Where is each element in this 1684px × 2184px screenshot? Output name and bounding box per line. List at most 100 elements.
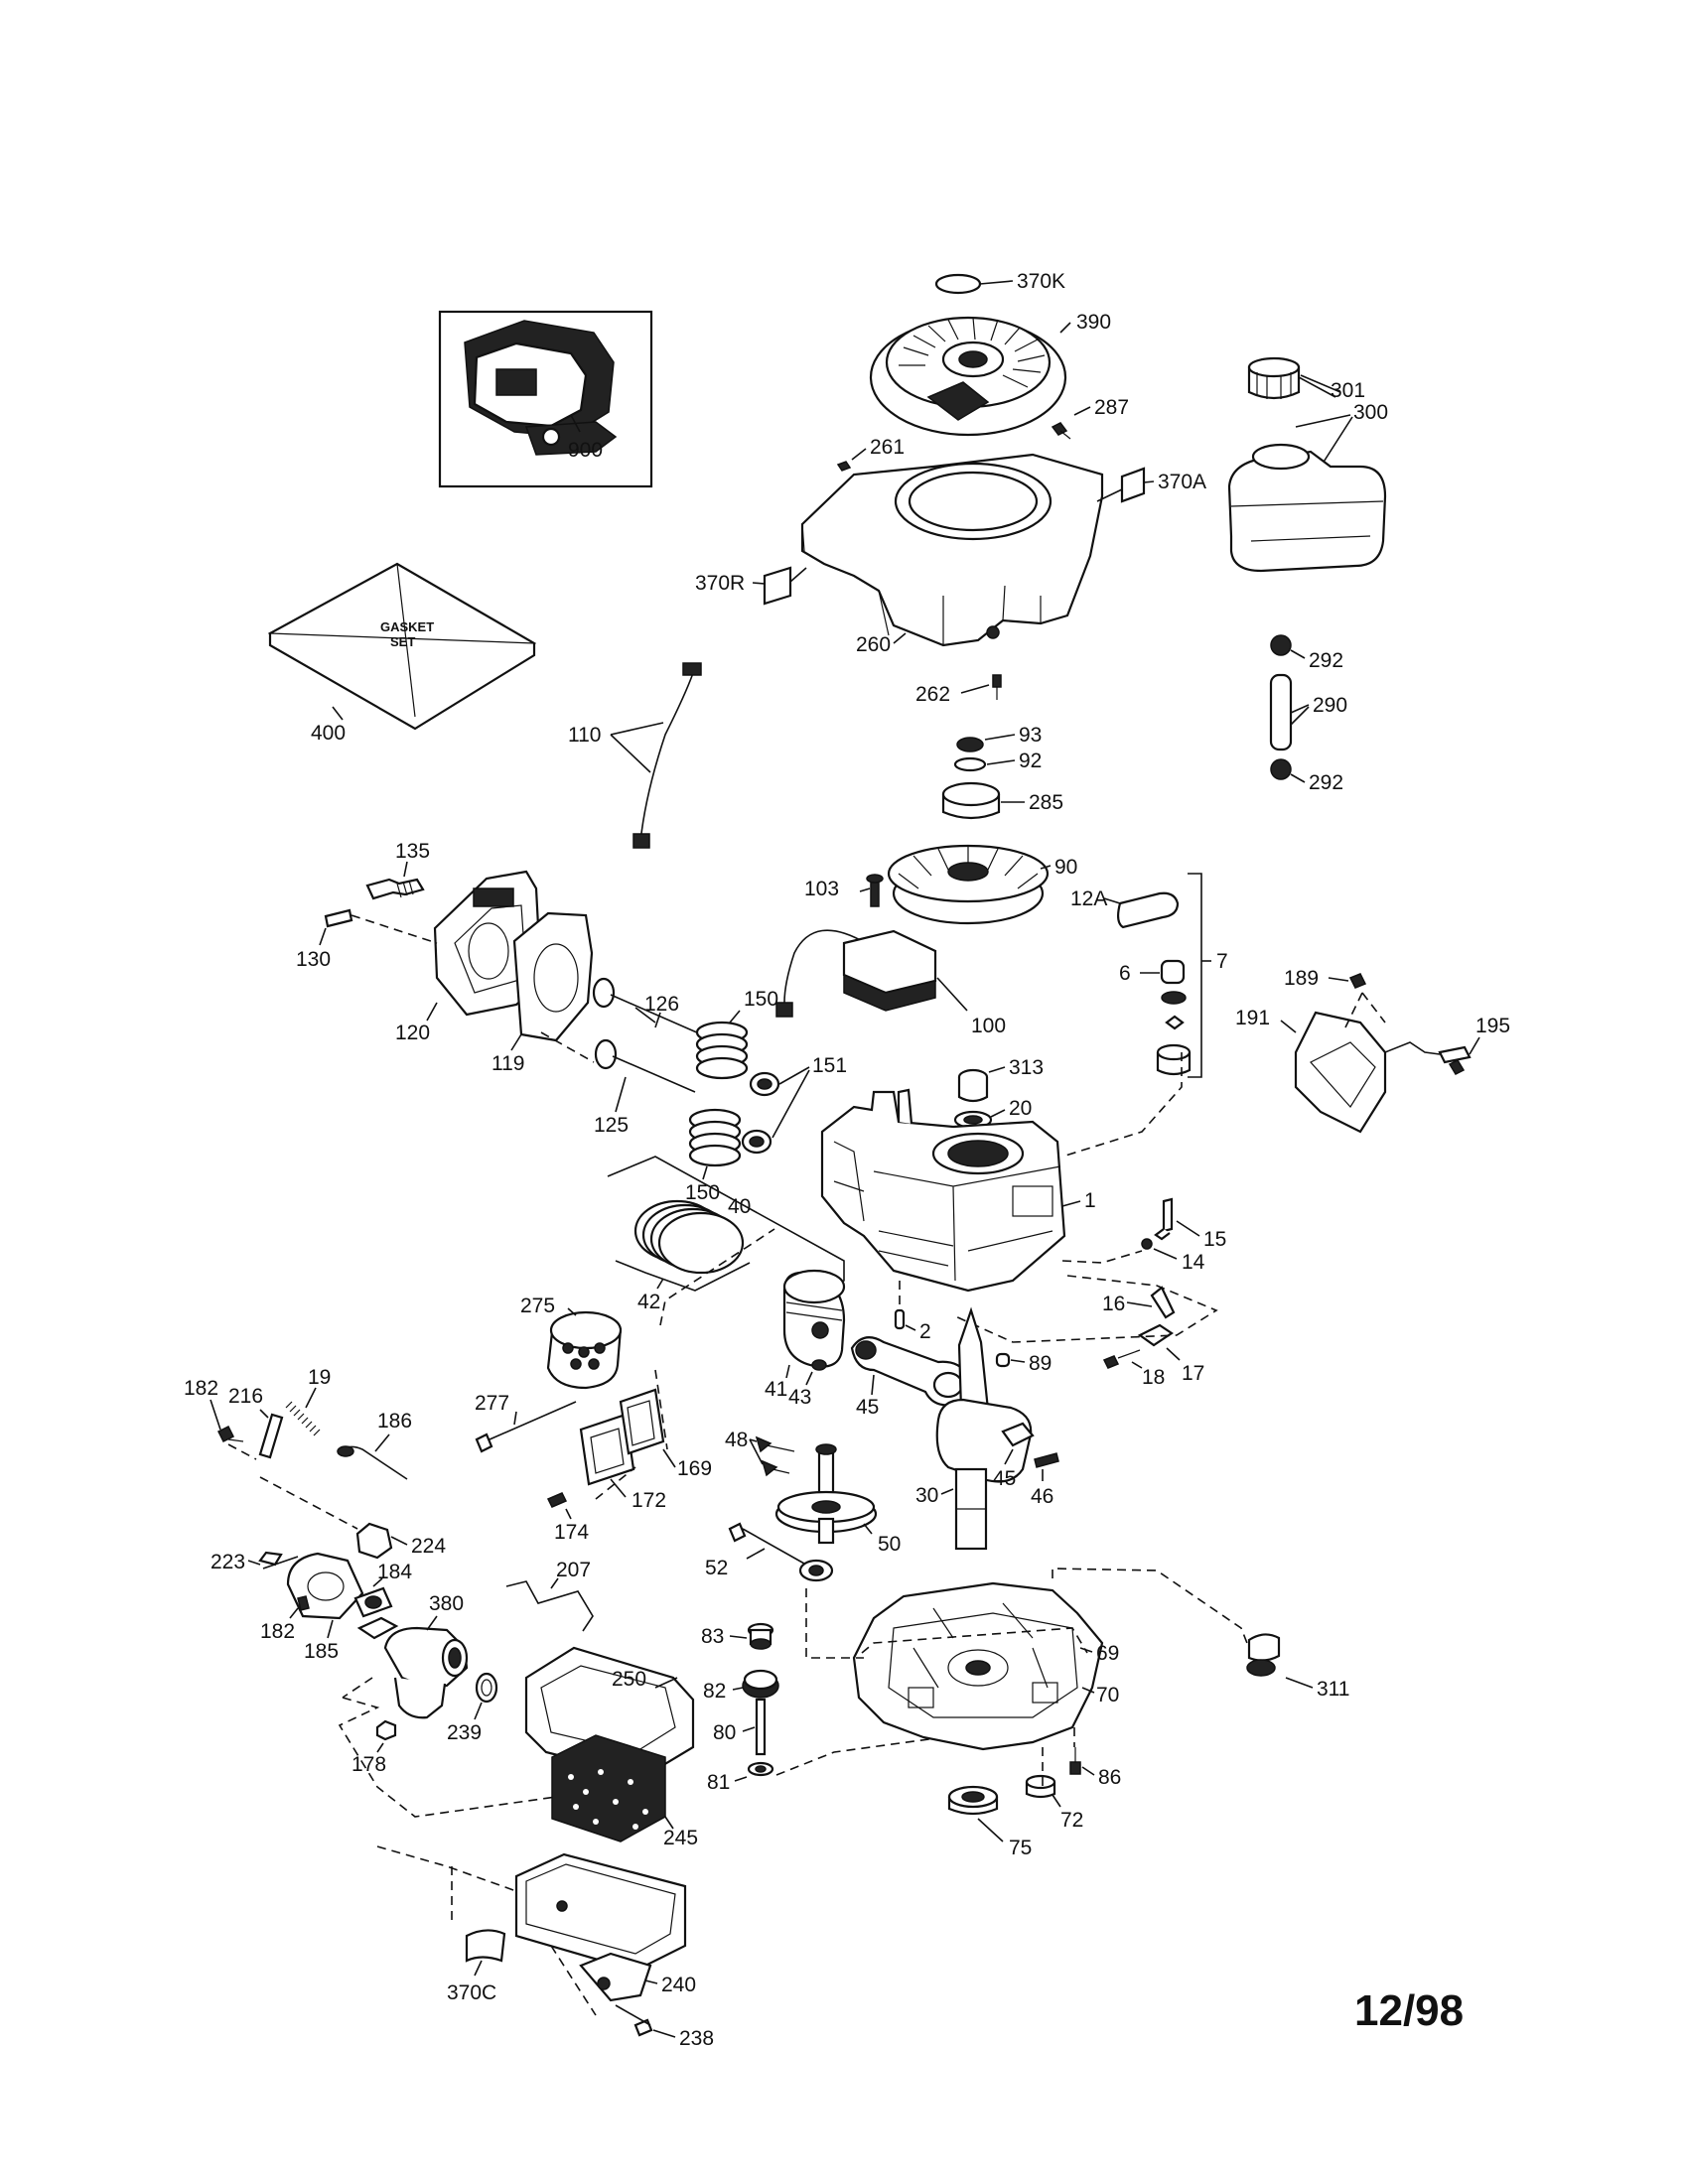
governor-gear-group: 83 82 80 81 — [701, 1622, 944, 1794]
air-cleaner: 250 245 240 238 370C — [376, 1646, 714, 2050]
label-277: 277 — [475, 1392, 509, 1415]
label-245: 245 — [663, 1827, 698, 1849]
label-15: 15 — [1203, 1228, 1226, 1251]
crankcase-block: 313 20 1 2 15 14 16 18 17 — [820, 1052, 1226, 1389]
label-239: 239 — [447, 1721, 482, 1744]
label-240: 240 — [661, 1974, 696, 1996]
label-100: 100 — [971, 1015, 1006, 1037]
cylinder-head: 135 130 120 119 — [296, 840, 595, 1075]
label-6: 6 — [1119, 962, 1131, 985]
valves-and-springs: 126 125 150 150 151 — [592, 977, 847, 1204]
label-182b: 182 — [260, 1620, 295, 1643]
blower-housing: 261 370A 370R 260 262 — [695, 436, 1206, 706]
label-12A: 12A — [1070, 887, 1107, 910]
label-46: 46 — [1031, 1485, 1053, 1508]
label-16: 16 — [1102, 1293, 1125, 1315]
label-151: 151 — [812, 1054, 847, 1077]
gasket-kit-text-1: GASKET — [380, 619, 434, 634]
label-250: 250 — [612, 1668, 646, 1691]
label-48: 48 — [725, 1429, 748, 1451]
label-189: 189 — [1284, 967, 1319, 990]
label-40: 40 — [728, 1195, 751, 1218]
label-390: 390 — [1076, 311, 1111, 334]
label-900: 900 — [568, 439, 603, 462]
date-code: 12/98 — [1354, 1986, 1464, 2035]
label-184: 184 — [377, 1561, 412, 1583]
label-17: 17 — [1182, 1362, 1204, 1385]
label-126: 126 — [644, 993, 679, 1016]
label-370A: 370A — [1158, 471, 1206, 493]
label-30: 30 — [915, 1484, 938, 1507]
label-70: 70 — [1096, 1684, 1119, 1706]
label-41: 41 — [765, 1378, 787, 1401]
label-182a: 182 — [184, 1377, 218, 1400]
label-69: 69 — [1096, 1642, 1119, 1665]
label-75: 75 — [1009, 1837, 1032, 1859]
label-216: 216 — [228, 1385, 263, 1408]
label-83: 83 — [701, 1625, 724, 1648]
label-86: 86 — [1098, 1766, 1121, 1789]
label-370R: 370R — [695, 572, 745, 595]
label-287: 287 — [1094, 396, 1129, 419]
label-135: 135 — [395, 840, 430, 863]
label-45a: 45 — [856, 1396, 879, 1419]
label-92: 92 — [1019, 750, 1042, 772]
label-186: 186 — [377, 1410, 412, 1433]
fuel-tank: 301 300 292 290 292 — [1227, 356, 1388, 794]
label-275: 275 — [520, 1295, 555, 1317]
label-172: 172 — [632, 1489, 666, 1512]
label-2: 2 — [919, 1320, 931, 1343]
label-370C: 370C — [447, 1981, 496, 2004]
flywheel-stack: 93 92 285 90 103 — [804, 724, 1077, 925]
gasket-kit-text-2: SET — [390, 634, 415, 649]
label-42: 42 — [637, 1291, 660, 1313]
camshaft-group: 48 50 52 — [705, 1429, 901, 1582]
label-301: 301 — [1331, 379, 1365, 402]
label-1: 1 — [1084, 1189, 1096, 1212]
valve-spring-lower — [688, 1108, 742, 1167]
piston-rings — [633, 1199, 745, 1275]
label-18: 18 — [1142, 1366, 1165, 1389]
label-178: 178 — [351, 1753, 386, 1776]
label-185: 185 — [304, 1640, 339, 1663]
label-370K: 370K — [1017, 270, 1065, 293]
label-380: 380 — [429, 1592, 464, 1615]
oil-filter: 275 277 — [475, 1228, 775, 1453]
label-150a: 150 — [744, 988, 778, 1011]
label-174: 174 — [554, 1521, 589, 1544]
label-19: 19 — [308, 1366, 331, 1389]
label-93: 93 — [1019, 724, 1042, 747]
connecting-rod-and-crank: 45 30 45 46 89 — [850, 1306, 1059, 1551]
label-169: 169 — [677, 1457, 712, 1480]
label-90: 90 — [1054, 856, 1077, 879]
intake-gaskets: 169 172 174 — [546, 1369, 712, 1544]
label-290: 290 — [1313, 694, 1347, 717]
label-20: 20 — [1009, 1097, 1032, 1120]
valve-spring-upper — [695, 1021, 749, 1080]
label-81: 81 — [707, 1771, 730, 1794]
governor-arm: 189 191 195 — [1235, 967, 1510, 1134]
label-43: 43 — [788, 1386, 811, 1409]
label-260: 260 — [856, 633, 891, 656]
sump-cover: 69 70 75 72 86 311 — [805, 1568, 1349, 1859]
engine-assembly-inset: 900 — [438, 310, 653, 488]
label-292b: 292 — [1309, 771, 1343, 794]
label-125: 125 — [594, 1114, 629, 1137]
label-207: 207 — [556, 1559, 591, 1581]
label-292a: 292 — [1309, 649, 1343, 672]
label-130: 130 — [296, 948, 331, 971]
label-50: 50 — [878, 1533, 901, 1556]
label-7: 7 — [1216, 950, 1228, 973]
label-262: 262 — [915, 683, 950, 706]
label-120: 120 — [395, 1022, 430, 1044]
label-223: 223 — [210, 1551, 245, 1573]
label-300: 300 — [1353, 401, 1388, 424]
label-80: 80 — [713, 1721, 736, 1744]
label-313: 313 — [1009, 1056, 1044, 1079]
label-191: 191 — [1235, 1007, 1270, 1029]
label-82: 82 — [703, 1680, 726, 1703]
label-238: 238 — [679, 2027, 714, 2050]
label-14: 14 — [1182, 1251, 1205, 1274]
label-285: 285 — [1029, 791, 1063, 814]
